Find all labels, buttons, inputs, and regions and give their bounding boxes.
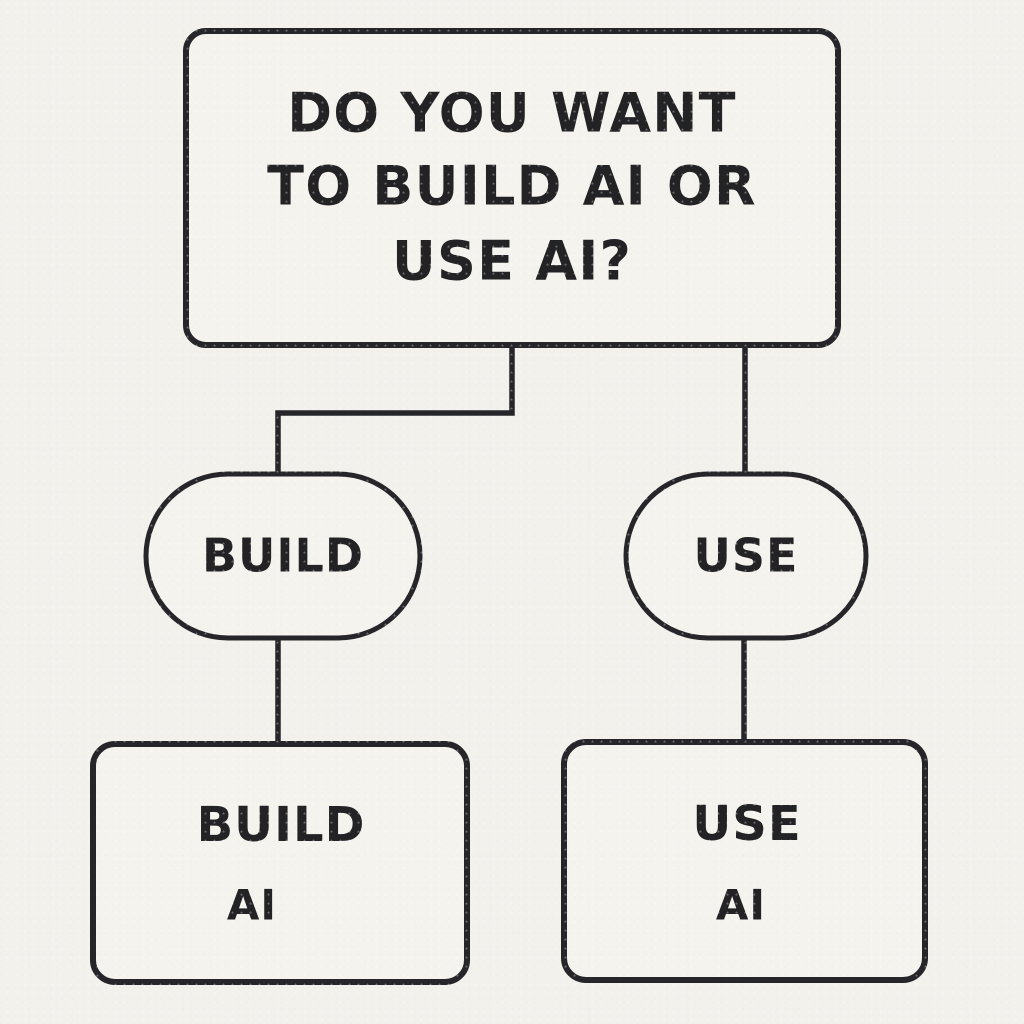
leaf-use-ai-line-2: AI [716,881,766,930]
node-leaf-use-ai[interactable]: USE AI [561,739,928,983]
decision-line-2: TO BUILD AI OR [267,155,757,218]
node-decision[interactable]: DO YOU WANT TO BUILD AI OR USE AI? [183,28,841,348]
edge-decision-to-build [275,345,515,476]
node-leaf-build-ai[interactable]: BUILD AI [90,741,470,985]
decision-line-3: USE AI? [392,230,632,293]
decision-line-1: DO YOU WANT [287,82,736,145]
branch-build-label: BUILD [202,529,364,583]
decision-box-outline [183,28,841,348]
leaf-build-ai-line-2: AI [227,881,277,930]
leaf-use-ai-box-outline [561,739,928,983]
connector-layer [275,345,748,745]
branch-use-label: USE [694,529,799,583]
branch-use-pill-outline [623,471,869,641]
leaf-build-ai-line-1: BUILD [197,797,366,853]
node-branch-build[interactable]: BUILD [143,471,423,641]
leaf-build-ai-box-outline [90,741,470,985]
branch-build-pill-outline [143,471,423,641]
leaf-use-ai-line-1: USE [692,796,801,852]
node-branch-use[interactable]: USE [623,471,869,641]
